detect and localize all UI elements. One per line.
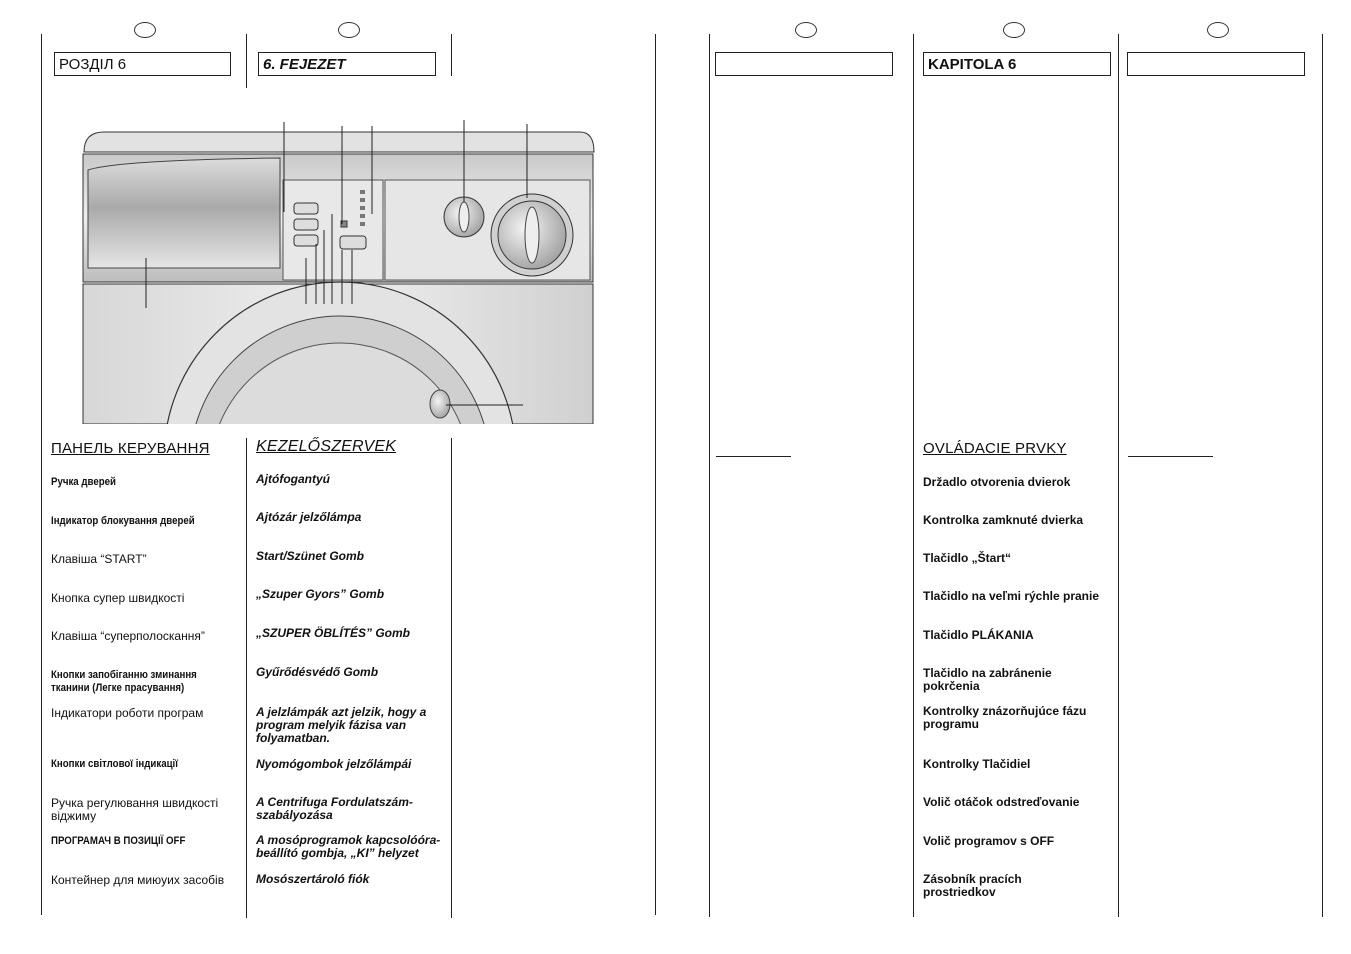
hu-item-door-lock-indicator: Ajtózár jelzőlámpa <box>256 510 362 524</box>
section-title-hu: KEZELŐSZERVEK <box>256 438 397 455</box>
sk-item-program-selector: Volič programov s OFF <box>923 834 1055 848</box>
language-marker-circle <box>1207 22 1229 38</box>
column-rule <box>655 34 656 915</box>
hu-item-start-button: Start/Szünet Gomb <box>256 549 365 563</box>
ua-item-super-speed-button: Кнопка супер швидкості <box>51 591 185 605</box>
hu-item-super-rinse-button: „SZUPER ÖBLÍTÉS” Gomb <box>256 626 411 640</box>
column-rule <box>41 34 42 915</box>
ua-item-door-handle: Ручка дверей <box>51 476 116 488</box>
chapter-heading-sk: KAPITOLA 6 <box>923 52 1111 76</box>
sk-item-door-handle: Držadlo otvorenia dvierok <box>923 475 1071 489</box>
language-marker-circle <box>795 22 817 38</box>
section-title-ua: ПАНЕЛЬ КЕРУВАННЯ <box>51 440 210 457</box>
column-rule <box>1322 34 1323 917</box>
ua-item-spin-speed-knob: Ручка регулювання швидкості віджиму <box>51 796 219 823</box>
sk-item-program-phase-lights: Kontrolky znázorňujúce fázu programu <box>923 704 1087 731</box>
section-rule <box>716 456 791 457</box>
sk-item-detergent-drawer: Zásobník pracích prostriedkov <box>923 872 1022 899</box>
hu-item-button-lights: Nyomógombok jelzőlámpái <box>256 757 412 771</box>
ua-item-detergent-container: Контейнер для миюуих засобів <box>51 873 225 887</box>
language-marker-circle <box>134 22 156 38</box>
sk-item-spin-selector: Volič otáčok odstreďovanie <box>923 795 1080 809</box>
hu-item-anti-crease-button: Gyűrődésvédő Gomb <box>256 665 379 679</box>
ua-item-door-lock-indicator: Індикатор блокування дверей <box>51 515 195 527</box>
sk-item-anti-crease-button: Tlačidlo na zabránenie pokrčenia <box>923 666 1052 693</box>
washing-machine-illustration <box>82 120 595 424</box>
chapter-heading-blank <box>1127 52 1305 76</box>
column-rule <box>1118 34 1119 917</box>
column-rule <box>913 34 914 917</box>
hu-item-program-selector: A mosóprogramok kapcsolóóra-beállító gom… <box>256 833 441 860</box>
sk-item-rinse-button: Tlačidlo PLÁKANIA <box>923 628 1034 642</box>
column-rule <box>709 34 710 917</box>
sk-item-quick-wash-button: Tlačidlo na veľmi rýchle pranie <box>923 589 1100 603</box>
language-marker-circle <box>1003 22 1025 38</box>
chapter-heading-blank <box>715 52 893 76</box>
sk-item-door-lock-indicator: Kontrolka zamknuté dvierka <box>923 513 1084 527</box>
section-rule <box>1128 456 1213 457</box>
hu-item-detergent-drawer: Mosószertároló fiók <box>256 872 370 886</box>
ua-item-start-key: Клавіша “START” <box>51 552 147 566</box>
sk-item-button-lights: Kontrolky Tlačidiel <box>923 757 1031 771</box>
hu-item-door-handle: Ajtófogantyú <box>256 472 330 486</box>
hu-item-program-phase-lights: A jelzlámpák azt jelzik, hogy a program … <box>256 705 427 745</box>
column-rule <box>451 34 452 76</box>
ua-item-super-rinse-key: Клавіша “суперполоскання” <box>51 629 205 643</box>
column-rule <box>246 34 247 88</box>
language-marker-circle <box>338 22 360 38</box>
column-rule <box>451 438 452 918</box>
ua-item-program-indicators: Індикатори роботи програм <box>51 706 204 720</box>
chapter-heading-ua: РОЗДІЛ 6 <box>54 52 231 76</box>
ua-item-light-indicator-buttons: Кнопки світлової індикації <box>51 758 178 770</box>
chapter-heading-hu: 6. FEJEZET <box>258 52 436 76</box>
ua-item-anti-crease-buttons: Кнопки запобіганню зминання тканини (Лег… <box>51 669 197 694</box>
column-rule <box>246 438 247 918</box>
ua-item-programmer-off: ПРОГРАМАЧ В ПОЗИЦІЇ OFF <box>51 835 186 847</box>
hu-item-super-quick-button: „Szuper Gyors” Gomb <box>256 587 385 601</box>
section-title-sk: OVLÁDACIE PRVKY <box>923 440 1067 457</box>
hu-item-spin-speed-control: A Centrifuga Fordulatszám-szabályozása <box>256 795 413 822</box>
sk-item-start-button: Tlačidlo „Štart“ <box>923 551 1012 565</box>
